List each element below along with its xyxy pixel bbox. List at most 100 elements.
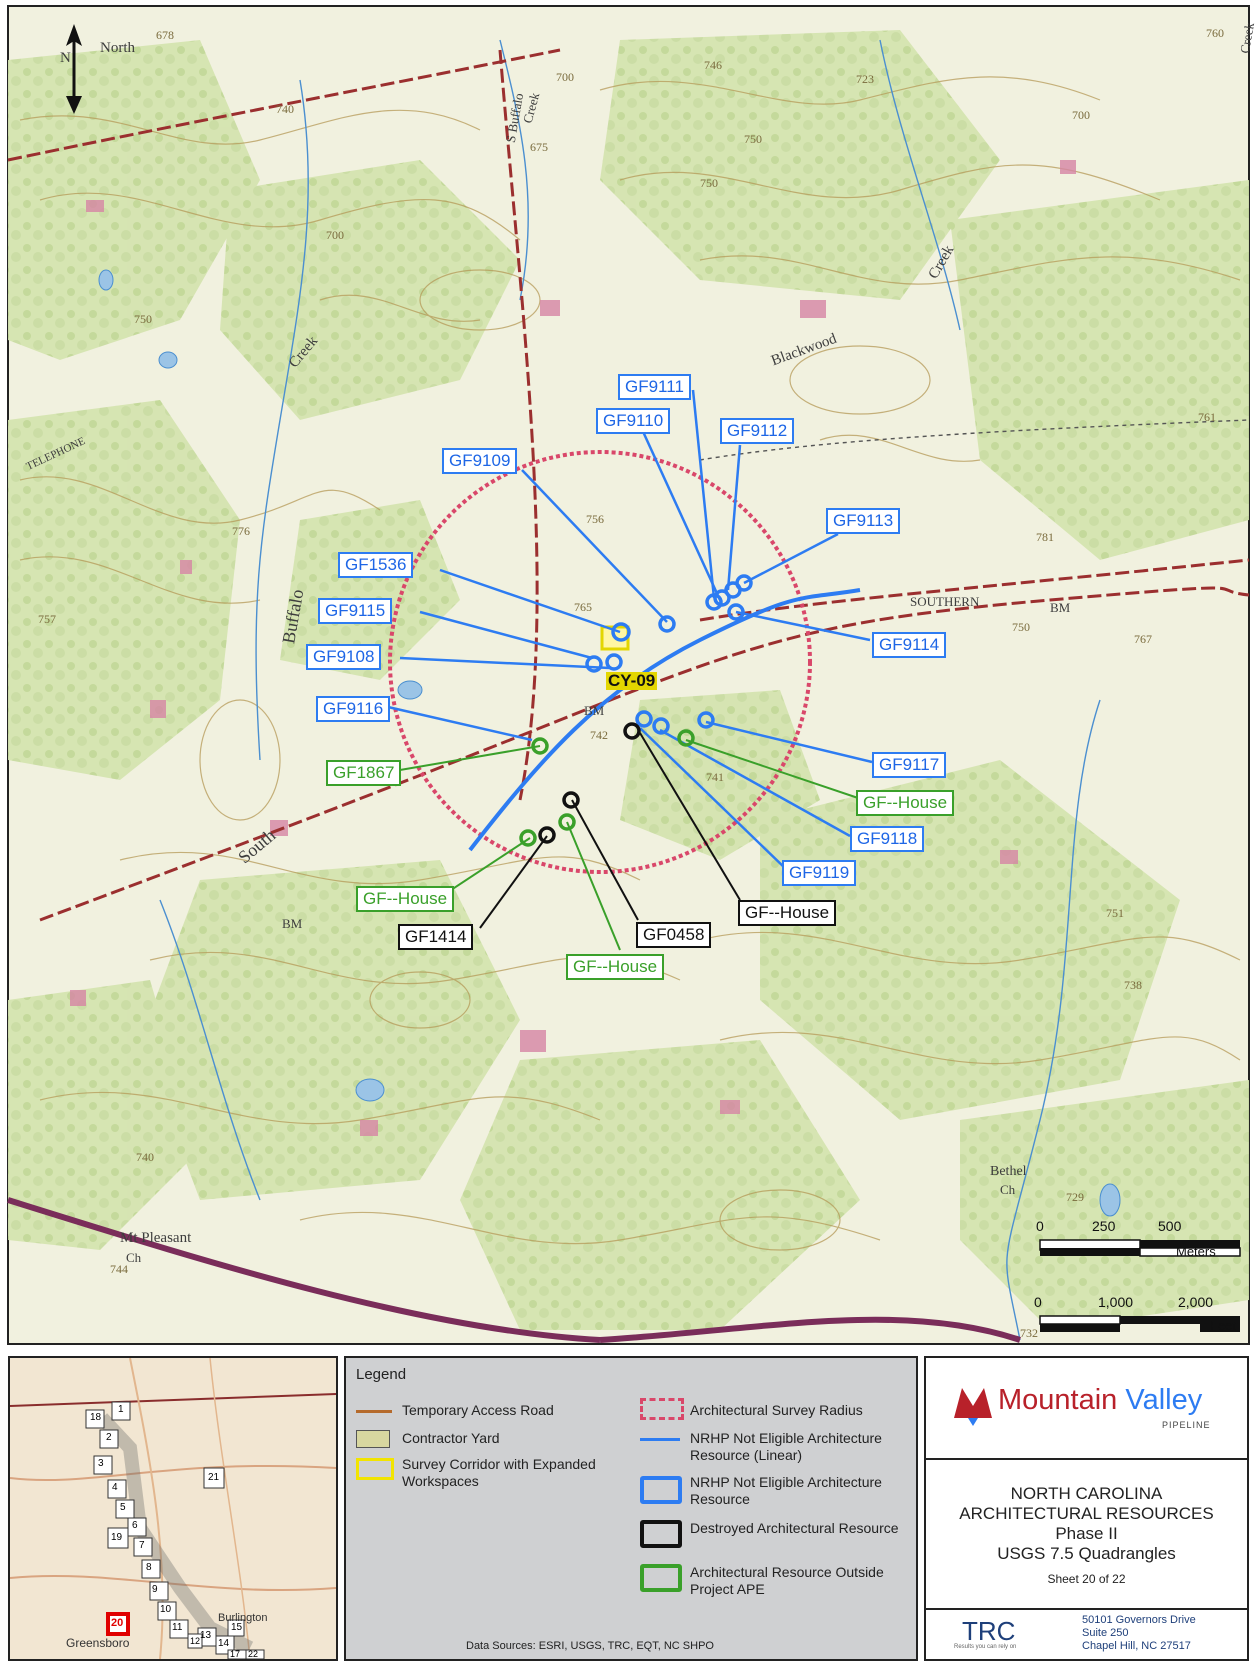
legend-swatch-outside-ape	[640, 1564, 682, 1592]
contour-label: 760	[1206, 26, 1224, 40]
contour-label: 744	[110, 1262, 128, 1276]
legend-label: Architectural Resource Outside Project A…	[690, 1564, 884, 1597]
contour-label: 750	[1012, 620, 1030, 634]
map-label: North	[100, 40, 135, 56]
map-label: SOUTHERN	[910, 594, 980, 609]
mountain-logo-icon	[954, 1388, 992, 1426]
inset-current-sheet: 20	[111, 1617, 124, 1629]
contour-label: 746	[704, 58, 722, 72]
inset-sheet-number: 1	[118, 1404, 124, 1415]
data-sources: Data Sources: ESRI, USGS, TRC, EQT, NC S…	[466, 1640, 714, 1652]
address-line: Suite 250	[1082, 1627, 1129, 1639]
company-sub: PIPELINE	[1162, 1420, 1211, 1430]
resource-label[interactable]: GF--House	[856, 790, 955, 816]
legend-swatch-contractor-yard	[356, 1430, 390, 1448]
title-line: USGS 7.5 Quadrangles	[997, 1544, 1176, 1563]
legend-panel: Legend Temporary Access Road Contractor …	[344, 1356, 918, 1661]
contour-label: 756	[586, 512, 604, 526]
architectural-survey-radius	[388, 450, 812, 874]
contour-label: 723	[856, 72, 874, 86]
resource-label[interactable]: GF9117	[872, 752, 947, 778]
north-arrow-icon	[66, 24, 82, 114]
resource-label[interactable]: GF9115	[318, 598, 393, 624]
resource-label[interactable]: GF--House	[738, 900, 837, 926]
resource-label[interactable]: GF9114	[872, 632, 947, 658]
resource-label[interactable]: GF9111	[618, 374, 691, 400]
resource-label[interactable]: GF1867	[326, 760, 402, 786]
resource-label[interactable]: GF9108	[306, 644, 382, 670]
inset-sheet-number: 22	[248, 1649, 259, 1659]
inset-sheet-number: 18	[90, 1412, 102, 1423]
legend-swatch-access-road	[356, 1410, 392, 1413]
contour-label: 732	[1020, 1326, 1038, 1340]
inset-sheet-number: 13	[200, 1630, 212, 1641]
inset-place: Burlington	[218, 1612, 268, 1624]
contour-label: 740	[276, 102, 294, 116]
inset-sheet-number: 14	[218, 1638, 230, 1649]
resource-label[interactable]: GF9118	[850, 826, 925, 852]
resource-label[interactable]: GF9113	[826, 508, 901, 534]
contour-label: 742	[590, 728, 608, 742]
inset-place: Greensboro	[66, 1636, 130, 1650]
map-label: Ch	[126, 1250, 142, 1265]
linear-resource-line	[468, 588, 861, 852]
legend-label: Architectural Survey Radius	[690, 1402, 863, 1418]
title-block: Mountain Valley PIPELINE NORTH CAROLINA …	[924, 1356, 1249, 1661]
resource-label[interactable]: GF9112	[720, 418, 795, 444]
scale-tick: 0	[1036, 1218, 1044, 1234]
topo-map[interactable]	[0, 0, 1257, 1350]
contour-label: 700	[326, 228, 344, 242]
resource-label[interactable]: GF9119	[782, 860, 857, 886]
legend-swatch-not-eligible	[640, 1476, 682, 1504]
scale-tick: 250	[1092, 1218, 1116, 1234]
resource-label[interactable]: GF1414	[398, 924, 474, 950]
scale-tick: 500	[1158, 1218, 1182, 1234]
inset-sheet-number: 21	[208, 1472, 220, 1483]
address-line: Chapel Hill, NC 27517	[1082, 1640, 1191, 1652]
company-name: Mountain	[998, 1384, 1118, 1416]
inset-sheet-number: 5	[120, 1502, 126, 1513]
legend-label: Survey Corridor with Expanded Workspaces	[402, 1456, 596, 1489]
contour-label: 750	[744, 132, 762, 146]
map-label: BM	[282, 916, 303, 931]
inset-sheet-number: 9	[152, 1584, 158, 1595]
resource-label[interactable]: GF0458	[636, 922, 712, 948]
title-line: ARCHITECTURAL RESOURCES	[959, 1504, 1214, 1523]
inset-sheet-number: 4	[112, 1482, 118, 1493]
inset-sheet-number: 2	[106, 1432, 112, 1443]
address-line: 50101 Governors Drive	[1082, 1614, 1196, 1626]
contour-label: 750	[134, 312, 152, 326]
trc-tagline: Results you can rely on	[954, 1644, 1017, 1650]
inset-map[interactable]: 18 1 2 3 4 5 6 19 7 8 9 10 11 13 14 12 1…	[8, 1356, 338, 1661]
resource-label[interactable]: GF9116	[316, 696, 391, 722]
legend-label: Temporary Access Road	[402, 1402, 554, 1418]
inset-sheet-number: 7	[139, 1540, 145, 1551]
inset-sheet-number: 17	[230, 1649, 241, 1659]
inset-sheet-number: 12	[190, 1636, 201, 1646]
resource-label[interactable]: GF1536	[338, 552, 414, 578]
map-label: BM	[584, 703, 605, 718]
contour-label: 675	[530, 140, 548, 154]
resource-label[interactable]: GF--House	[566, 954, 665, 980]
legend-label: NRHP Not Eligible Architecture Resource	[690, 1474, 882, 1507]
map-label: Mt Pleasant	[120, 1230, 192, 1246]
inset-sheet-number: 11	[172, 1622, 183, 1633]
scale-unit: Meters	[1176, 1244, 1216, 1259]
contour-label: 741	[706, 770, 724, 784]
legend-label: NRHP Not Eligible Architecture Resource …	[690, 1430, 882, 1463]
contour-label: 700	[556, 70, 574, 84]
legend-swatch-survey-corridor	[356, 1458, 394, 1480]
map-label: BM	[1050, 600, 1071, 615]
resource-label[interactable]: GF9109	[442, 448, 518, 474]
contour-label: 700	[1072, 108, 1090, 122]
contour-label: 751	[1106, 906, 1124, 920]
map-label: Ch	[1000, 1182, 1016, 1197]
site-label: CY-09	[606, 671, 658, 690]
inset-sheet-number: 19	[111, 1532, 123, 1543]
resource-label[interactable]: GF9110	[596, 408, 671, 434]
contour-label: 765	[574, 600, 592, 614]
resource-label[interactable]: GF--House	[356, 886, 455, 912]
contour-label: 740	[136, 1150, 154, 1164]
legend-title: Legend	[356, 1366, 407, 1383]
contour-label: 761	[1198, 410, 1216, 424]
